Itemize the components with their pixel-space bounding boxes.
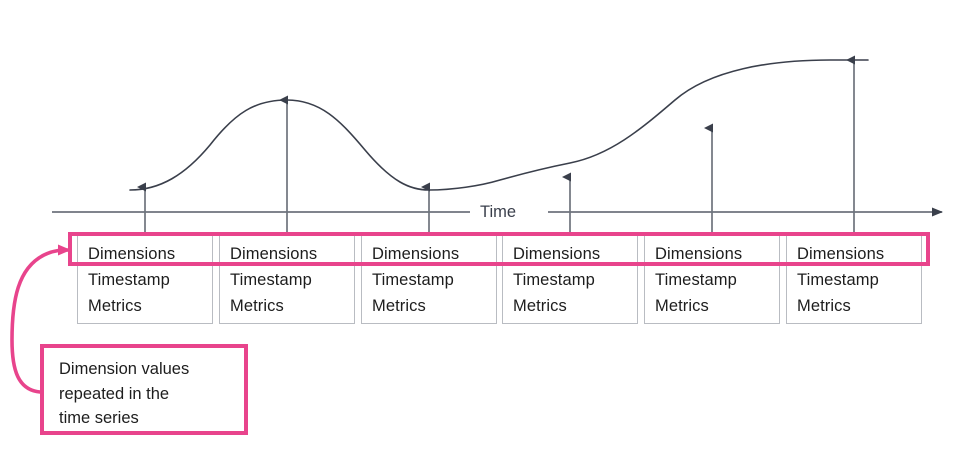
record-box[interactable]: Dimensions Timestamp Metrics (644, 235, 780, 324)
record-box[interactable]: Dimensions Timestamp Metrics (219, 235, 355, 324)
callout-leader-arrow (10, 244, 72, 394)
callout-line: Dimension values (59, 360, 190, 378)
record-field-metrics: Metrics (230, 297, 284, 315)
record-field-metrics: Metrics (88, 297, 142, 315)
record-field-timestamp: Timestamp (88, 271, 170, 289)
axis-label-time: Time (473, 203, 524, 222)
record-field-timestamp: Timestamp (655, 271, 737, 289)
record-box[interactable]: Dimensions Timestamp Metrics (786, 235, 922, 324)
callout-line: repeated in the (59, 384, 170, 403)
record-box[interactable]: Dimensions Timestamp Metrics (77, 235, 213, 324)
record-field-dimensions: Dimensions (513, 245, 601, 263)
record-field-metrics: Metrics (655, 297, 709, 315)
record-box[interactable]: Dimensions Timestamp Metrics (502, 235, 638, 324)
record-field-dimensions: Dimensions (797, 245, 885, 263)
record-field-metrics: Metrics (513, 297, 567, 315)
record-field-timestamp: Timestamp (513, 271, 595, 289)
record-field-metrics: Metrics (797, 297, 851, 315)
record-field-dimensions: Dimensions (372, 245, 460, 263)
record-field-timestamp: Timestamp (797, 271, 879, 289)
record-field-timestamp: Timestamp (372, 271, 454, 289)
record-box[interactable]: Dimensions Timestamp Metrics (361, 235, 497, 324)
record-field-dimensions: Dimensions (88, 245, 176, 263)
timeseries-curve (129, 59, 869, 191)
callout-line: time series (59, 409, 139, 427)
callout-box: Dimension values repeated in the time se… (40, 344, 248, 435)
record-field-metrics: Metrics (372, 297, 426, 315)
record-field-timestamp: Timestamp (230, 271, 312, 289)
record-field-dimensions: Dimensions (655, 245, 743, 263)
record-field-dimensions: Dimensions (230, 245, 318, 263)
